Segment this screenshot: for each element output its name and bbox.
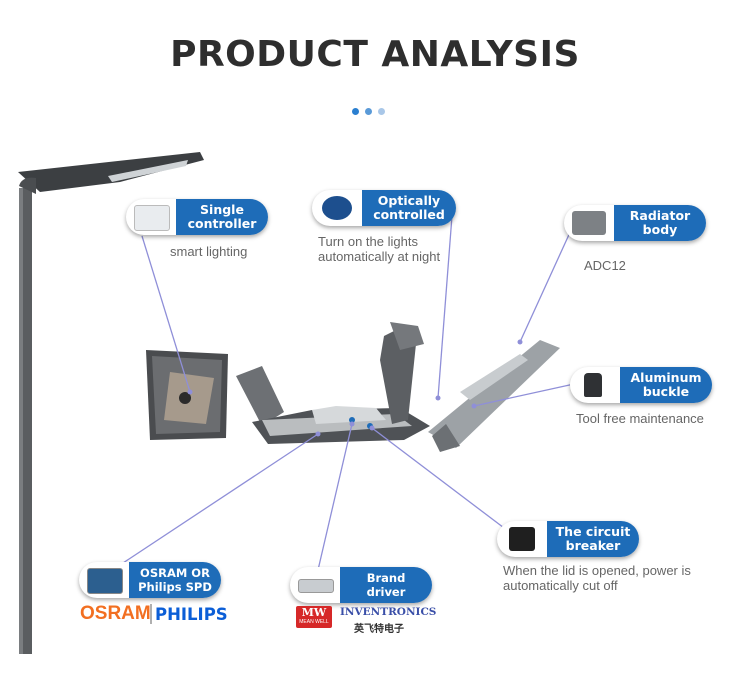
carousel-dot[interactable] xyxy=(365,108,372,115)
callout-note: When the lid is opened, power is automat… xyxy=(503,563,691,593)
callout-label: The circuit breaker xyxy=(547,521,639,557)
inventronics-logo-cn: 英飞特电子 xyxy=(354,624,404,635)
radiator-plate-icon xyxy=(572,211,606,235)
photocell-sensor-icon xyxy=(322,196,352,220)
page-title: PRODUCT ANALYSIS xyxy=(170,34,580,75)
callout-label: Optically controlled xyxy=(362,190,456,226)
inventronics-logo: INVENTRONICS xyxy=(340,606,437,618)
brand-divider xyxy=(150,604,152,624)
callout-note: Turn on the lights automatically at nigh… xyxy=(318,234,441,264)
spd-module-icon xyxy=(87,568,123,594)
lamp-top-view xyxy=(146,350,228,440)
callout-note: smart lighting xyxy=(170,244,248,259)
callout-note: ADC12 xyxy=(584,258,626,273)
callout-aluminum-buckle[interactable]: Aluminum buckle xyxy=(570,367,712,403)
callout-label: Brand driver xyxy=(340,567,432,603)
callout-single-controller[interactable]: Single controller xyxy=(126,199,268,235)
callout-radiator-body[interactable]: Radiator body xyxy=(564,205,706,241)
callout-label: Aluminum buckle xyxy=(620,367,712,403)
meanwell-logo-text: MEAN WELL xyxy=(299,619,329,625)
osram-logo: OSRAM xyxy=(80,603,151,624)
callout-label: Radiator body xyxy=(614,205,706,241)
meanwell-logo: MW MEAN WELL xyxy=(296,606,332,628)
buckle-clip-icon xyxy=(584,373,602,397)
carousel-dot[interactable] xyxy=(352,108,359,115)
driver-box-icon xyxy=(298,579,334,593)
philips-logo: PHILIPS xyxy=(155,605,228,624)
callout-brand-driver[interactable]: Brand driver xyxy=(290,567,432,603)
leader-lines xyxy=(119,215,575,571)
callout-note: Tool free maintenance xyxy=(576,411,704,426)
callout-spd[interactable]: OSRAM OR Philips SPD xyxy=(79,562,221,598)
callout-circuit-breaker[interactable]: The circuit breaker xyxy=(497,521,639,557)
street-lamp-head xyxy=(18,152,204,192)
callout-label: Single controller xyxy=(176,199,268,235)
carousel-dot[interactable] xyxy=(378,108,385,115)
meanwell-logo-mark: MW xyxy=(301,606,327,619)
callout-optically-controlled[interactable]: Optically controlled xyxy=(312,190,456,226)
controller-board-icon xyxy=(134,205,170,231)
callout-label: OSRAM OR Philips SPD xyxy=(129,562,221,598)
lamp-housing-open xyxy=(236,322,430,444)
carousel-dots xyxy=(352,108,392,116)
lamp-side-view xyxy=(428,340,560,452)
breaker-icon xyxy=(509,527,535,551)
